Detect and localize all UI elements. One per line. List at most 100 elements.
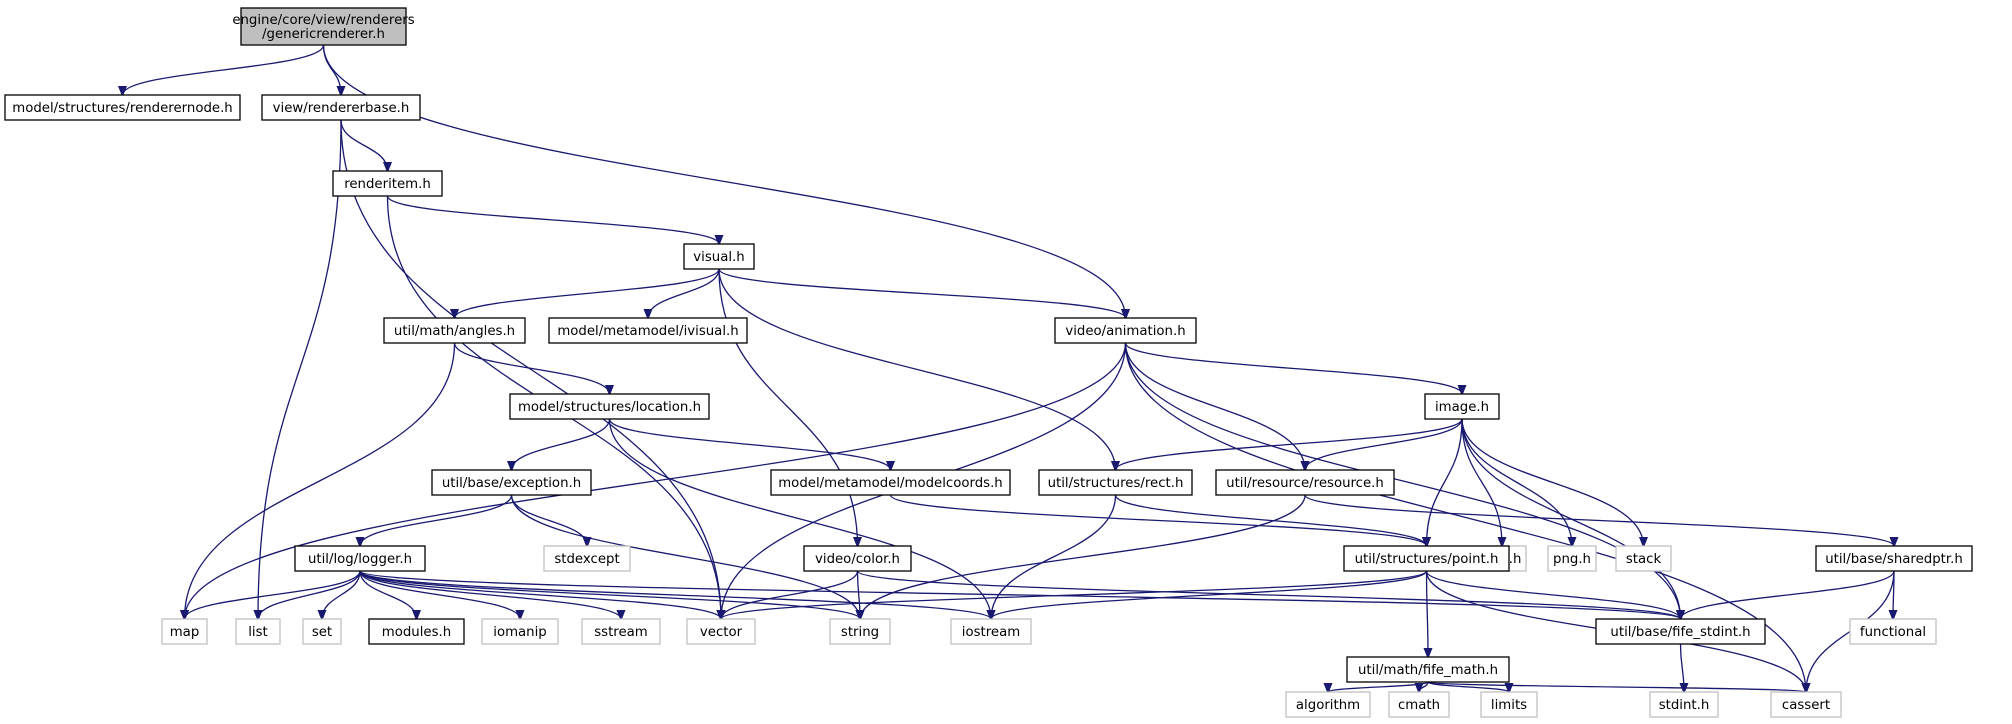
edge-logger-to-iomanip [359,570,520,619]
edge-image-to-png [1461,418,1572,546]
node-genericrenderer[interactable]: engine/core/view/renderers/genericrender… [232,7,415,46]
node-label-vector: vector [700,625,743,640]
edge-image-to-point [1427,418,1463,546]
node-map: map [161,618,208,645]
node-modules[interactable]: modules.h [368,618,465,645]
node-box-fife-math [1346,656,1510,683]
node-point[interactable]: util/structures/point.h [1343,545,1510,572]
node-box-modelcoords [770,469,1011,496]
node-string: string [829,618,891,645]
edge-visual-to-angles [455,268,720,318]
node-set: set [302,618,342,645]
node-exception[interactable]: util/base/exception.h [431,469,592,496]
node-box-iomanip [481,618,559,645]
edge-logger-to-iostream [359,570,991,619]
node-box-exception [431,469,592,496]
node-label-renderitem: renderitem.h [344,177,431,192]
edge-image-to-resource [1305,418,1463,470]
node-rect[interactable]: util/structures/rect.h [1038,469,1193,496]
edge-location-to-exception [512,418,611,470]
node-rendererbase[interactable]: view/rendererbase.h [261,94,421,121]
node-label-modules: modules.h [382,625,451,640]
edge-logger-to-map [185,570,361,619]
node-box-point [1343,545,1510,572]
node-label-stdexcept: stdexcept [554,552,619,567]
edge-color-to-string [858,570,861,619]
node-color[interactable]: video/color.h [803,545,912,572]
node-label-fife-math: util/math/fife_math.h [1358,663,1498,678]
node-label-stack: stack [1626,552,1662,567]
edge-exception-to-logger [360,494,513,546]
edge-genericrenderer-to-rendererbase [322,44,342,95]
node-list: list [235,618,281,645]
node-box-rect [1038,469,1193,496]
node-ivisual[interactable]: model/metamodel/ivisual.h [548,317,748,344]
node-label-functional: functional [1860,625,1926,640]
node-modelcoords[interactable]: model/metamodel/modelcoords.h [770,469,1011,496]
node-label-image: image.h [1435,400,1489,415]
edge-animation-to-map [185,342,1127,619]
node-label-angles: util/math/angles.h [394,324,515,339]
node-box-iostream [950,618,1032,645]
node-location[interactable]: model/structures/location.h [509,393,710,420]
edge-point-to-fife-stdint [1425,570,1681,619]
edge-logger-to-string [359,570,860,619]
node-image[interactable]: image.h [1424,393,1500,420]
edge-fife-stdint-to-stdint [1681,643,1685,692]
node-box-list [235,618,281,645]
node-label-sstream: sstream [594,625,648,640]
node-iomanip: iomanip [481,618,559,645]
node-label-fife-stdint: util/base/fife_stdint.h [1610,625,1750,640]
node-sharedptr[interactable]: util/base/sharedptr.h [1815,545,1973,572]
node-box-sharedptr [1815,545,1973,572]
edge-image-to-rect [1116,418,1463,470]
node-label-resource: util/resource/resource.h [1226,476,1384,491]
node-box-renderernode [4,94,241,121]
node-sstream: sstream [581,618,661,645]
node-angles[interactable]: util/math/angles.h [383,317,526,344]
node-label-rect: util/structures/rect.h [1048,476,1184,491]
edge-animation-to-resource [1124,342,1306,470]
edge-visual-to-ivisual [648,268,720,318]
node-label-location: model/structures/location.h [518,400,701,415]
edge-color-to-vector [721,570,859,619]
edge-logger-to-sstream [359,570,621,619]
edge-logger-to-fife-stdint [359,570,1681,619]
edge-angles-to-map [185,342,456,619]
nodes-layer: engine/core/view/renderers/genericrender… [4,7,1973,718]
node-visual[interactable]: visual.h [683,243,755,270]
edge-rect-to-iostream [991,494,1117,619]
node-renderitem[interactable]: renderitem.h [332,170,443,197]
node-box-stdexcept [543,545,631,572]
node-renderernode[interactable]: model/structures/renderernode.h [4,94,241,121]
edge-image-to-stack [1461,418,1644,546]
edge-fife-math-to-cmath [1419,681,1429,692]
node-label-genericrenderer: engine/core/view/renderers [232,13,414,28]
node-label-ivisual: model/metamodel/ivisual.h [557,324,738,339]
node-logger[interactable]: util/log/logger.h [294,545,426,572]
node-vector: vector [686,618,756,645]
edge-point-to-iostream [991,570,1428,619]
edge-rect-to-point [1114,494,1427,546]
node-label-cassert: cassert [1782,698,1830,713]
node-stack: stack [1615,545,1672,572]
node-fife-stdint[interactable]: util/base/fife_stdint.h [1595,618,1766,645]
node-box-png [1547,545,1597,572]
node-label-iostream: iostream [962,625,1020,640]
node-box-functional [1849,618,1937,645]
node-label-exception: util/base/exception.h [442,476,581,491]
node-stdexcept: stdexcept [543,545,631,572]
node-box-renderitem [332,170,443,197]
edge-resource-to-sharedptr [1304,494,1894,546]
node-label-animation: video/animation.h [1065,324,1185,339]
edge-logger-to-modules [359,570,417,619]
node-fife-math[interactable]: util/math/fife_math.h [1346,656,1510,683]
node-label-logger: util/log/logger.h [308,552,412,567]
node-resource[interactable]: util/resource/resource.h [1215,469,1395,496]
node-box-cassert [1770,691,1842,718]
node-animation[interactable]: video/animation.h [1054,317,1197,344]
node-box-stack [1615,545,1672,572]
node-box-cmath [1388,691,1450,718]
edge-point-to-fife-math [1427,570,1429,657]
